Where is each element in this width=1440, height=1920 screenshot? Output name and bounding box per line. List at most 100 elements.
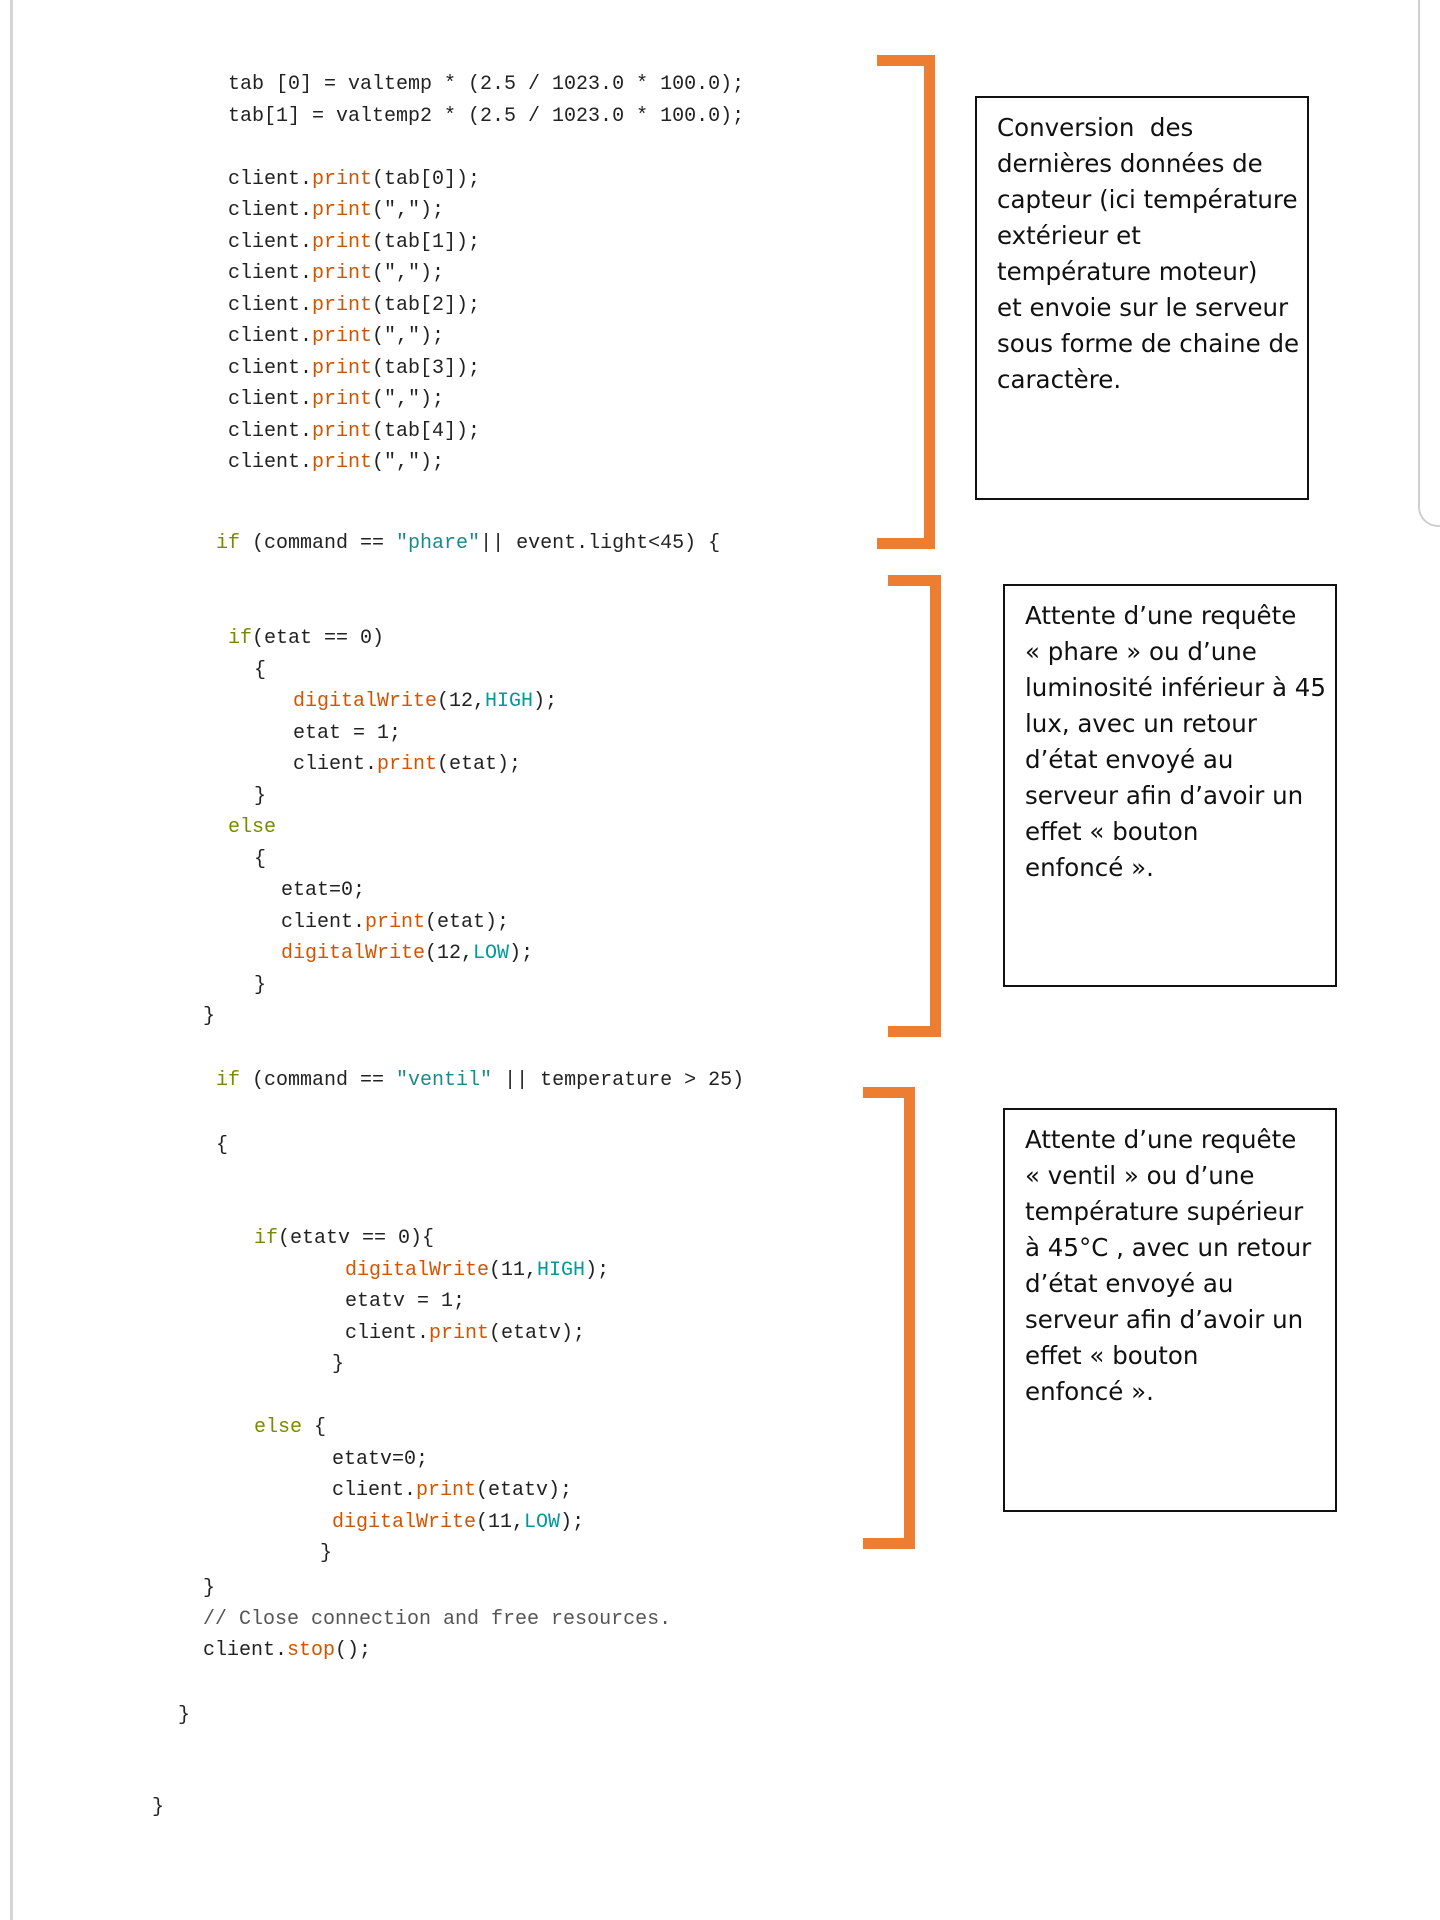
code-token-keyword: if <box>216 532 241 555</box>
code-token-text: client. <box>228 168 313 191</box>
code-token-function: digitalWrite <box>281 942 426 965</box>
code-token-text: (); <box>335 1639 372 1662</box>
code-token-text: (12, <box>437 690 486 713</box>
annotation-box-conversion: Conversion des dernières données de capt… <box>975 96 1309 500</box>
code-token-text: || event.light<45) { <box>480 532 721 555</box>
code-token-text: { <box>254 848 267 871</box>
annotation-line: d’état envoyé au <box>1025 745 1234 774</box>
code-line: client.print(tab[4]); <box>228 419 480 445</box>
code-token-constant: HIGH <box>485 690 534 713</box>
annotation-line: enfoncé ». <box>1025 853 1154 882</box>
orange-bracket-ventil <box>863 1087 915 1549</box>
code-token-function: print <box>312 294 373 317</box>
code-token-text: } <box>203 1577 216 1600</box>
code-token-text: client. <box>228 451 313 474</box>
code-token-text: client. <box>228 325 313 348</box>
code-token-keyword: else <box>254 1416 303 1439</box>
code-token-text: (11, <box>489 1259 538 1282</box>
annotation-line: caractère. <box>997 365 1122 394</box>
code-line: etatv = 1; <box>345 1289 465 1315</box>
code-line: client.print(","); <box>228 261 444 287</box>
code-line: client.print(","); <box>228 198 444 224</box>
annotation-box-phare: Attente d’une requête « phare » ou d’une… <box>1003 584 1337 987</box>
code-line: client.print(tab[0]); <box>228 167 480 193</box>
code-token-text: } <box>178 1704 191 1727</box>
code-token-function: digitalWrite <box>345 1259 490 1282</box>
code-token-string: "phare" <box>396 532 481 555</box>
annotation-line: et envoie sur le serveur <box>997 293 1289 322</box>
annotation-line: enfoncé ». <box>1025 1377 1154 1406</box>
code-line: digitalWrite(11,LOW); <box>332 1510 584 1536</box>
annotation-line: température supérieur <box>1025 1197 1304 1226</box>
code-token-keyword: if <box>254 1227 279 1250</box>
code-token-text: etatv = 1; <box>345 1290 466 1313</box>
code-token-text: } <box>254 785 267 808</box>
code-line: etat = 1; <box>293 721 401 747</box>
code-line: { <box>254 847 266 873</box>
code-token-string: "ventil" <box>396 1069 493 1092</box>
code-token-function: stop <box>287 1639 336 1662</box>
code-token-text: client. <box>332 1479 417 1502</box>
code-line: } <box>203 1004 215 1030</box>
code-token-text: (","); <box>372 451 445 474</box>
code-token-text: (","); <box>372 325 445 348</box>
code-line: else { <box>254 1415 326 1441</box>
code-line: tab [0] = valtemp * (2.5 / 1023.0 * 100.… <box>228 72 744 98</box>
code-token-text: ); <box>509 942 534 965</box>
annotation-line: Attente d’une requête <box>1025 601 1297 630</box>
code-token-function: print <box>312 199 373 222</box>
code-line: if(etat == 0) <box>228 626 384 652</box>
code-token-function: print <box>312 388 373 411</box>
code-token-text: etat = 1; <box>293 722 402 745</box>
code-token-function: print <box>365 911 426 934</box>
annotation-line: d’état envoyé au <box>1025 1269 1234 1298</box>
code-token-function: print <box>416 1479 477 1502</box>
code-token-text: } <box>320 1542 333 1565</box>
annotation-line: à 45°C , avec un retour <box>1025 1233 1312 1262</box>
code-token-text: client. <box>228 231 313 254</box>
code-token-text: client. <box>281 911 366 934</box>
code-token-text: etatv=0; <box>332 1448 429 1471</box>
code-line: digitalWrite(12,LOW); <box>281 941 533 967</box>
code-token-text: client. <box>228 388 313 411</box>
code-token-keyword: if <box>216 1069 241 1092</box>
code-line: client.print(etatv); <box>332 1478 572 1504</box>
orange-bracket-phare <box>888 575 941 1037</box>
code-token-keyword: else <box>228 816 277 839</box>
annotation-line: extérieur et <box>997 221 1141 250</box>
page-right-edge <box>1418 0 1440 527</box>
annotation-line: dernières données de <box>997 149 1263 178</box>
annotation-line: capteur (ici température <box>997 185 1298 214</box>
code-token-text: client. <box>228 262 313 285</box>
code-token-function: print <box>377 753 438 776</box>
annotation-box-ventil: Attente d’une requête « ventil » ou d’un… <box>1003 1108 1337 1512</box>
code-token-text: (tab[3]); <box>372 357 481 380</box>
code-line: digitalWrite(11,HIGH); <box>345 1258 609 1284</box>
code-token-function: digitalWrite <box>293 690 438 713</box>
code-line: etatv=0; <box>332 1447 428 1473</box>
code-line: } <box>332 1352 344 1378</box>
annotation-line: effet « bouton <box>1025 1341 1199 1370</box>
code-token-text: (command == <box>240 532 397 555</box>
annotation-line: lux, avec un retour <box>1025 709 1257 738</box>
code-line: client.print(tab[2]); <box>228 293 480 319</box>
code-line: } <box>254 784 266 810</box>
code-token-text: } <box>254 974 267 997</box>
code-token-function: print <box>312 451 373 474</box>
code-line: } <box>203 1576 215 1602</box>
code-token-constant: LOW <box>473 942 510 965</box>
code-token-function: print <box>312 262 373 285</box>
code-line: client.print(","); <box>228 387 444 413</box>
code-line: if (command == "ventil" || temperature >… <box>216 1068 744 1094</box>
code-token-text: tab [0] = valtemp * (2.5 / 1023.0 * 100.… <box>228 73 745 96</box>
code-token-text: (etat == 0) <box>252 627 385 650</box>
code-token-function: print <box>312 168 373 191</box>
code-token-function: print <box>429 1322 490 1345</box>
code-line: client.print(tab[1]); <box>228 230 480 256</box>
code-line: client.print(etat); <box>281 910 509 936</box>
code-token-text: } <box>203 1005 216 1028</box>
code-token-text: } <box>332 1353 345 1376</box>
code-token-text: ); <box>560 1511 585 1534</box>
code-token-text: client. <box>228 294 313 317</box>
